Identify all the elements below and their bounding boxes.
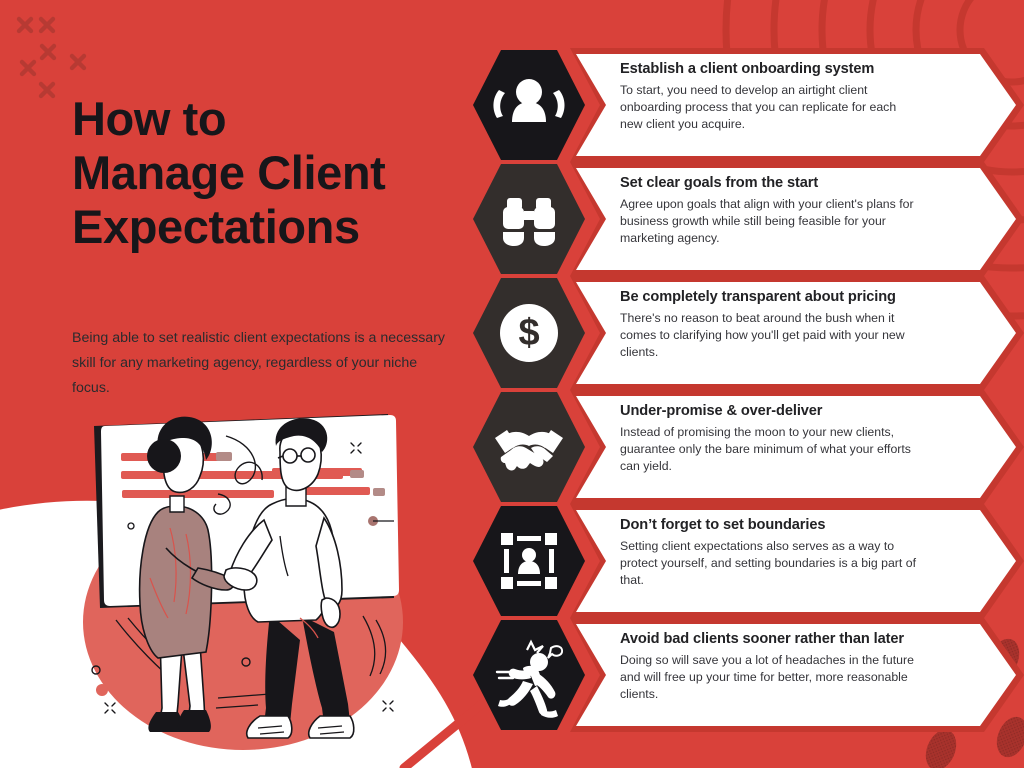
title-line-1: How to (72, 92, 227, 145)
step-icon-badge[interactable] (470, 46, 588, 164)
boundaries-frame-person-icon (501, 533, 557, 589)
card-background (570, 162, 1024, 276)
card-title: Establish a client onboarding system (620, 61, 875, 77)
handshake-icon (495, 430, 563, 471)
card-body: There's no reason to beat around the bus… (620, 311, 905, 359)
sparkle-icon (526, 639, 544, 654)
card-background (570, 618, 1024, 732)
scattered-x-marks (16, 16, 87, 99)
svg-text:$: $ (518, 312, 539, 354)
card-body: Instead of promising the moon to your ne… (620, 425, 911, 473)
card-title: Avoid bad clients sooner rather than lat… (620, 631, 904, 647)
card-background (570, 48, 1024, 162)
step-icon-badge[interactable] (470, 160, 588, 278)
card-background (570, 390, 1024, 504)
dollar-coin-icon: $ (500, 304, 558, 362)
list-item[interactable]: Set clear goals from the start Agree upo… (470, 162, 1024, 276)
list-item[interactable]: Don’t forget to set boundaries Setting c… (470, 504, 1024, 618)
people-group-icon (493, 79, 565, 122)
title-line-2: Manage Client (72, 146, 386, 199)
list-item[interactable]: Avoid bad clients sooner rather than lat… (470, 618, 1024, 732)
card-body: To start, you need to develop an airtigh… (620, 83, 897, 131)
thought-bubble-icon (547, 645, 564, 659)
title-line-3: Expectations (72, 200, 360, 253)
card-body: Doing so will save you a lot of headache… (620, 653, 914, 701)
list-item[interactable]: Under-promise & over-deliver Instead of … (470, 390, 1024, 504)
card-background (570, 504, 1024, 618)
page-title: How to Manage Client Expectations (72, 92, 472, 254)
card-body: Setting client expectations also serves … (620, 539, 916, 587)
list-item[interactable]: Be completely transparent about pricing … (470, 276, 1024, 390)
subtitle-text: Being able to set realistic client expec… (72, 330, 446, 396)
step-icon-badge[interactable] (470, 502, 588, 620)
step-icon-badge[interactable] (470, 616, 588, 734)
card-title: Set clear goals from the start (620, 175, 819, 191)
binoculars-icon (503, 198, 555, 246)
running-person-icon (495, 639, 564, 718)
step-icon-badge[interactable]: $ (470, 274, 588, 392)
steps-list: Establish a client onboarding system To … (470, 48, 1024, 738)
speed-lines-icon (495, 670, 515, 680)
illustration-two-people-handshake (83, 414, 403, 750)
card-title: Don’t forget to set boundaries (620, 517, 826, 533)
card-background (570, 276, 1024, 390)
card-body: Agree upon goals that align with your cl… (620, 197, 914, 245)
list-item[interactable]: Establish a client onboarding system To … (470, 48, 1024, 162)
illustration-sparkles (104, 442, 394, 714)
card-title: Be completely transparent about pricing (620, 289, 896, 305)
card-title: Under-promise & over-deliver (620, 403, 823, 419)
step-icon-badge[interactable] (470, 388, 588, 506)
figure-man (223, 418, 355, 739)
